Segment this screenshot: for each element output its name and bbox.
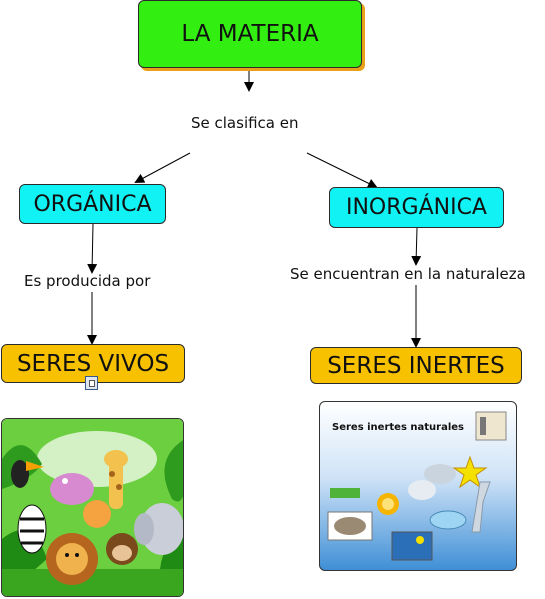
concept-node-inorganica[interactable]: INORGÁNICA <box>329 187 504 228</box>
concept-node-seres-inertes-label: SERES INERTES <box>327 352 505 379</box>
arrow-link-to-inorganica <box>306 152 378 188</box>
non-living-image: Seres inertes naturales <box>319 401 517 571</box>
non-living-illustration <box>327 411 507 561</box>
animals-illustration <box>2 419 183 596</box>
attached-resource-icon[interactable] <box>85 376 98 390</box>
document-icon <box>89 380 95 387</box>
concept-node-organica-label: ORGÁNICA <box>33 191 152 217</box>
root-node-la-materia[interactable]: LA MATERIA <box>138 0 362 68</box>
concept-node-seres-vivos-label: SERES VIVOS <box>16 350 170 377</box>
concept-node-organica[interactable]: ORGÁNICA <box>19 184 166 224</box>
link-label-right: Se encuentran en la naturaleza <box>290 265 526 283</box>
concept-node-seres-inertes[interactable]: SERES INERTES <box>310 347 522 384</box>
link-label-main: Se clasifica en <box>191 114 299 132</box>
animals-image <box>1 418 184 597</box>
arrow-link-to-organica <box>134 152 191 183</box>
arrow-organica-to-link <box>87 223 98 274</box>
concept-node-inorganica-label: INORGÁNICA <box>345 195 487 220</box>
image-caption: Seres inertes naturales <box>332 422 464 433</box>
arrow-inorganica-to-link <box>411 227 422 266</box>
root-node-label: LA MATERIA <box>181 21 319 47</box>
link-label-left: Es producida por <box>24 272 151 290</box>
